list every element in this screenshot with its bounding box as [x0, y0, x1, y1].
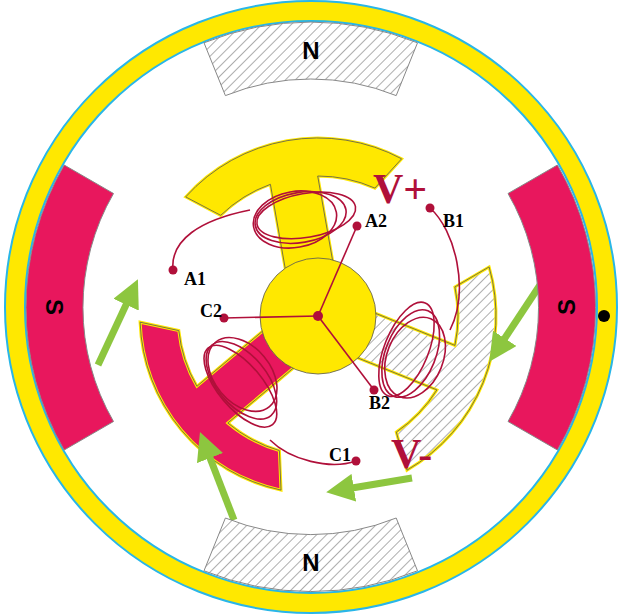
stator-outline [5, 1, 617, 613]
magnet-shape [26, 165, 113, 450]
terminal-label: B2 [369, 394, 390, 412]
magnet-outline [26, 165, 114, 450]
magnet-shape [204, 518, 418, 592]
star-point [313, 311, 323, 321]
field-arrow [98, 292, 132, 365]
rotor-hub [260, 258, 376, 374]
wire [224, 316, 318, 318]
coil-winding [194, 324, 291, 424]
voltage-label: V+ [373, 168, 427, 210]
coil-winding [251, 185, 350, 250]
terminal-dot [169, 266, 178, 275]
coil-winding [249, 185, 341, 255]
coil-wires [169, 185, 460, 466]
pole-label: N [302, 39, 319, 63]
wire [270, 440, 356, 464]
magnet-pole: S [26, 165, 114, 450]
magnet-pole: S [508, 165, 596, 450]
rotor-tooth-a [186, 138, 402, 281]
terminal-label: C1 [329, 446, 351, 464]
wire [318, 226, 357, 316]
coil-winding [370, 301, 451, 405]
terminal-label: A1 [184, 270, 206, 288]
wire [318, 316, 374, 390]
terminal-label: C2 [200, 302, 222, 320]
field-arrow [497, 285, 540, 350]
pole-label: S [42, 299, 66, 315]
field-arrow [340, 478, 412, 490]
stator-inner-outline [25, 21, 597, 593]
magnet-pole: N [204, 22, 418, 96]
magnet-shape [508, 165, 596, 450]
marker-dot [598, 310, 610, 322]
rotor [140, 138, 496, 490]
field-arrow [205, 445, 234, 520]
magnet-pole: N [204, 518, 418, 592]
terminal-dot [353, 222, 362, 231]
terminal-label: A2 [365, 212, 387, 230]
coil-winding [373, 308, 456, 407]
magnet-shape [204, 22, 418, 96]
terminal-label: B1 [443, 212, 464, 230]
pole-label: S [555, 299, 579, 315]
coil-winding [367, 295, 445, 404]
field-arrows [98, 285, 540, 520]
voltage-label: V- [391, 433, 432, 475]
stator-ring [15, 11, 607, 603]
magnet-outline [508, 165, 596, 450]
wire [173, 210, 250, 270]
coil-winding [191, 334, 289, 439]
pole-label: N [302, 551, 319, 575]
terminal-dot [352, 457, 361, 466]
rotor-tooth-a-edge [186, 138, 402, 281]
coil-winding [253, 185, 359, 246]
